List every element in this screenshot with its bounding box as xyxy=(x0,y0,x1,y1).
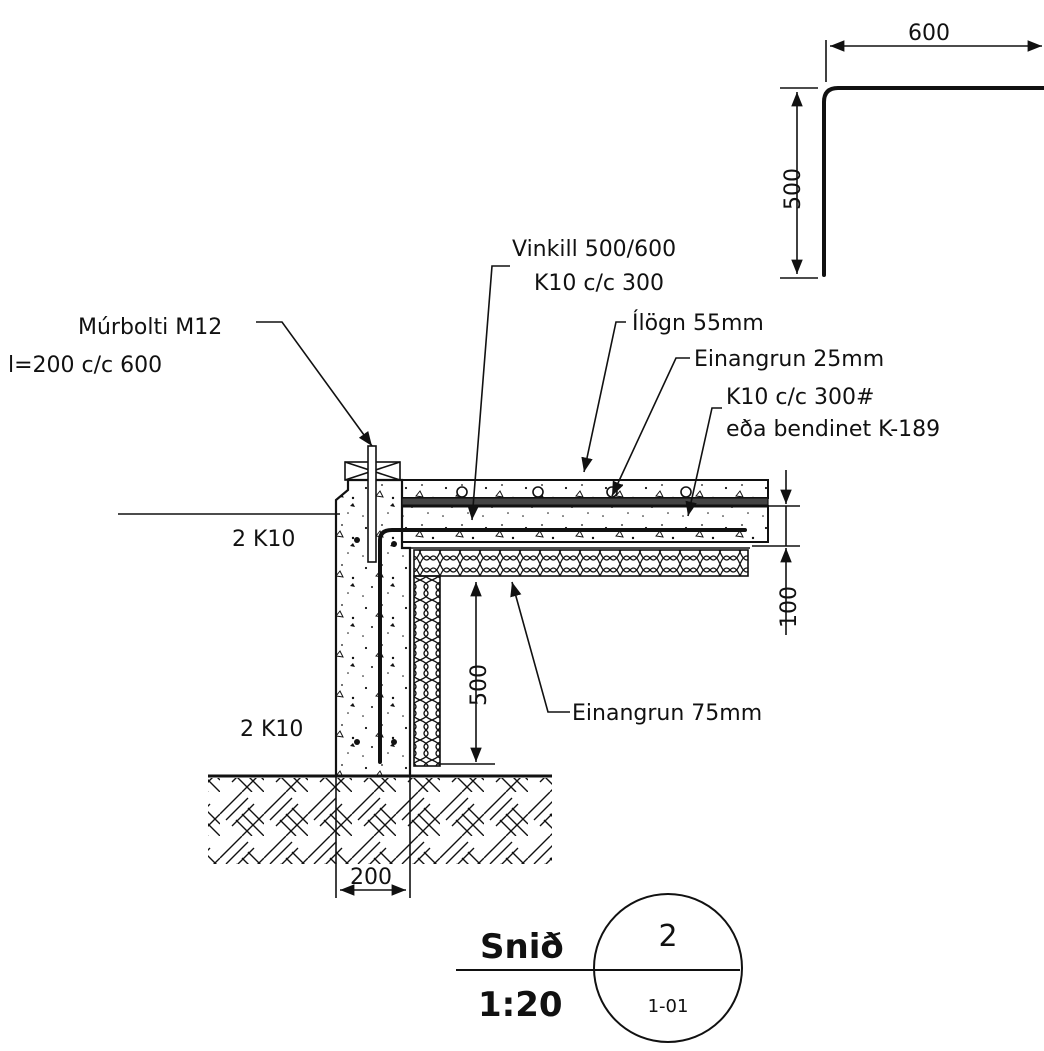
wall-rebar xyxy=(378,528,422,764)
vinkill-label: Vinkill 500/600 xyxy=(512,237,676,262)
sheet-reference: 1-01 xyxy=(648,996,689,1017)
side-insulation xyxy=(413,575,441,767)
dim-600-label: 600 xyxy=(908,21,950,46)
bendinet-label: eða bendinet K-189 xyxy=(726,417,940,442)
insulation-depth-dimension: 500 xyxy=(440,582,495,765)
section-title: Snið xyxy=(480,927,564,967)
vinkill-spacing-label: K10 c/c 300 xyxy=(534,271,664,296)
detail-number: 2 xyxy=(658,919,677,954)
einangrun-side-label: Einangrun 75mm xyxy=(572,701,762,726)
lower-rebar-label: 2 K10 xyxy=(240,717,303,742)
earth-hatch xyxy=(208,774,552,864)
wall-width-dimension: 200 xyxy=(335,776,411,898)
under-slab-insulation xyxy=(413,549,749,577)
dim-500-bend-label: 500 xyxy=(781,168,806,210)
floor-slab xyxy=(401,479,769,577)
murbolti-spacing-label: l=200 c/c 600 xyxy=(8,353,162,378)
dim-100-label: 100 xyxy=(777,586,802,628)
scale-label: 1:20 xyxy=(478,985,563,1025)
leader-lines xyxy=(256,265,722,713)
einangrun-top-label: Einangrun 25mm xyxy=(694,347,884,372)
upper-rebar-label: 2 K10 xyxy=(232,527,295,552)
detail-bubble xyxy=(593,893,743,1043)
dim-500-label: 500 xyxy=(467,664,492,706)
murbolti-label: Múrbolti M12 xyxy=(78,315,222,340)
title-block: Snið 1:20 2 1-01 xyxy=(456,893,743,1043)
mortar-bolt xyxy=(367,445,377,563)
ilogn-label: Ílögn 55mm xyxy=(632,310,764,336)
foundation-wall xyxy=(334,445,422,778)
bend-detail: 600 500 xyxy=(780,21,1044,279)
bent-rebar-shape xyxy=(822,86,1044,277)
slab-dimension: 100 xyxy=(752,470,802,635)
k10-mesh-label: K10 c/c 300# xyxy=(726,385,874,410)
dim-200-label: 200 xyxy=(350,865,392,890)
